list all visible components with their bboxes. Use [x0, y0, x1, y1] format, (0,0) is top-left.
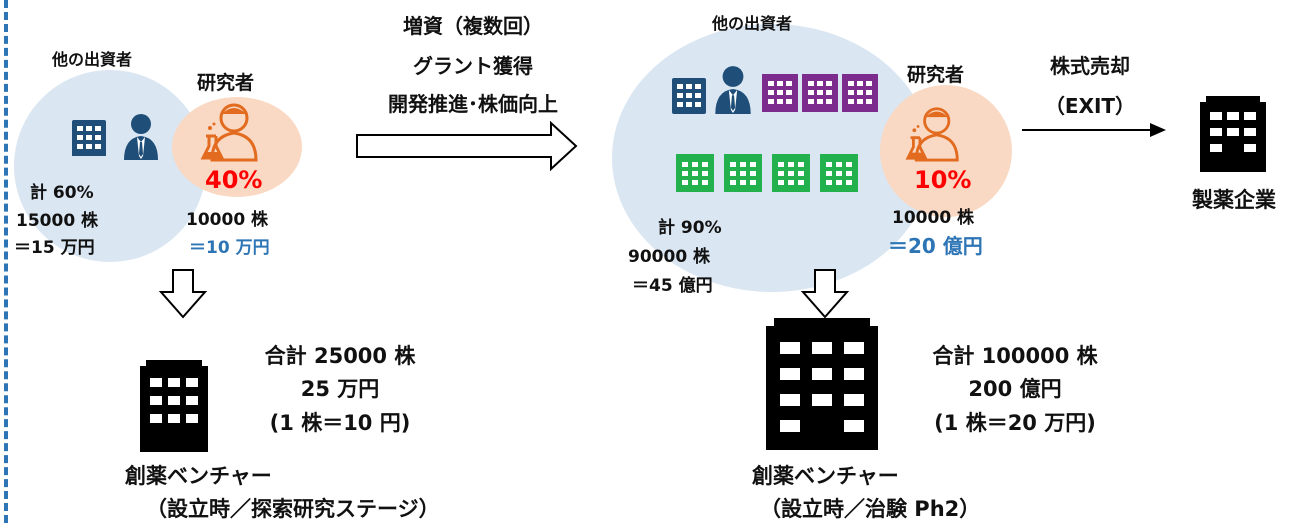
stage2-investors-value: ＝45 億円 [632, 276, 713, 296]
stage2-investors-total: 計 90% [658, 218, 722, 238]
stage2-investors-label: 他の出資者 [712, 14, 793, 33]
stage1-investors-shares: 15000 株 [16, 211, 99, 231]
stage1-investors-value: ＝15 万円 [14, 238, 95, 258]
stage2-investors-shares: 90000 株 [628, 247, 711, 267]
building-icon [672, 78, 706, 114]
down-arrow-icon [800, 268, 850, 320]
investors-circle-stage1 [14, 70, 206, 262]
building-icon [676, 152, 862, 192]
stage1-researcher-value: ＝10 万円 [189, 238, 270, 258]
exit-line1: 株式売却 [1050, 54, 1130, 78]
stage1-researcher-pct: 40% [205, 166, 263, 194]
businessman-icon [713, 64, 753, 114]
left-dashed-border [4, 0, 8, 523]
transition-line3: 開発推進･株価向上 [388, 92, 558, 116]
transition-line1: 増資（複数回） [403, 14, 543, 38]
stage2-researcher-value: ＝20 億円 [888, 234, 983, 258]
stage2-company-value: 200 億円 [968, 377, 1062, 401]
stage1-company-name: 創薬ベンチャー [125, 464, 272, 488]
exit-buyer: 製薬企業 [1192, 188, 1276, 212]
company-building-icon [138, 360, 210, 452]
stage2-company-price: (1 株＝20 万円) [934, 411, 1096, 435]
stage2-company-total-shares: 合計 100000 株 [932, 344, 1098, 368]
stage1-researcher-shares: 10000 株 [186, 210, 269, 230]
stage1-investors-label: 他の出資者 [52, 50, 133, 69]
stage1-company-value: 25 万円 [300, 377, 380, 401]
building-icon [762, 72, 880, 112]
researcher-circle-stage2 [880, 85, 1012, 217]
stage2-company-stage: （設立時／治験 Ph2） [760, 497, 981, 521]
company-building-icon [764, 318, 880, 450]
stage1-researcher-label: 研究者 [197, 72, 255, 94]
exit-line2: （EXIT） [1044, 94, 1136, 118]
stage1-investors-total: 計 60% [30, 183, 94, 203]
stage2-researcher-label: 研究者 [907, 64, 965, 86]
stage1-company-price: (1 株＝10 円) [269, 411, 411, 435]
right-arrow-icon [355, 120, 580, 172]
stage1-company-total-shares: 合計 25000 株 [264, 344, 416, 368]
stage1-company-stage: （設立時／探索研究ステージ） [146, 497, 440, 521]
stage2-researcher-shares: 10000 株 [892, 208, 975, 228]
stage2-researcher-pct: 10% [914, 166, 972, 194]
building-icon [72, 120, 106, 156]
exit-arrow-icon [1020, 120, 1170, 140]
businessman-icon [122, 112, 160, 160]
scientist-icon [200, 100, 260, 162]
transition-line2: グラント獲得 [413, 54, 533, 78]
pharma-building-icon [1200, 96, 1266, 172]
scientist-icon [905, 104, 961, 162]
down-arrow-icon [158, 268, 208, 320]
stage2-company-name: 創薬ベンチャー [752, 464, 899, 488]
